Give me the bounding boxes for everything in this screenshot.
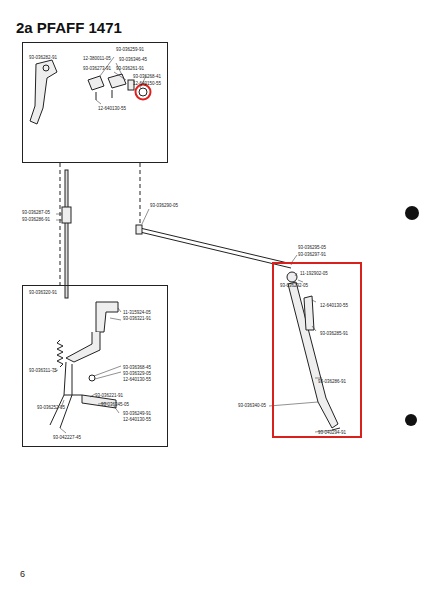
leader-line [56, 214, 62, 220]
part-number: 12-640130-55 [123, 378, 151, 383]
part-number: 93-036345-05 [101, 403, 129, 408]
binder-hole [405, 206, 419, 220]
part-number: 12-380011-05 [83, 57, 111, 62]
part-number: 11-192902-05 [300, 272, 328, 277]
page-title: 2a PFAFF 1471 [16, 20, 122, 35]
rod-end [136, 225, 142, 234]
part-number: 12-640130-55 [98, 107, 126, 112]
leader-line [269, 273, 333, 432]
part-number: 93-042227-45 [53, 436, 81, 441]
highlight-circle [136, 85, 151, 100]
guide-line [140, 163, 141, 226]
part-number: 93-036287-05 [22, 211, 50, 216]
crank-arm [30, 60, 57, 124]
lever-link [304, 296, 314, 330]
part-number: 12-640130-55 [123, 418, 151, 423]
part-number: 93-036282-91 [29, 56, 57, 61]
part-number: 93-036252-05 [37, 406, 65, 411]
part-number: 93-036268-41 [133, 75, 161, 80]
crank-hole [43, 65, 49, 71]
part-number: 93-036285-91 [320, 332, 348, 337]
part-number: 93-040294-91 [318, 431, 346, 436]
shaft-clamp [62, 207, 71, 223]
part-number: 93-036295-05 [298, 246, 326, 251]
binder-hole [405, 414, 417, 426]
part-number: 93-036311-75 [29, 369, 57, 374]
link-piece [108, 74, 126, 88]
connecting-rod [140, 228, 292, 268]
part-number: 12-640130-55 [320, 304, 348, 309]
part-number: 93-036346-45 [119, 58, 147, 63]
part-number: 93-036329-05 [123, 372, 151, 377]
nut [139, 88, 147, 96]
pivot-nut [287, 272, 297, 282]
dashed-connector [60, 163, 61, 285]
part-number: 93-036249-91 [123, 412, 151, 417]
part-number: 93-036286-91 [318, 380, 346, 385]
link-piece [88, 76, 104, 90]
part-number: 93-036321-91 [123, 317, 151, 322]
part-number: 93-036290-05 [150, 204, 178, 209]
spring [57, 340, 63, 367]
part-number: 12-640150-55 [133, 82, 161, 87]
vertical-shaft [65, 170, 68, 298]
screw [96, 90, 112, 100]
part-number: 93-036297-91 [298, 253, 326, 258]
part-number: 93-036259-91 [116, 48, 144, 53]
part-number: 93-036273-91 [83, 67, 111, 72]
part-number: 93-036261-91 [116, 67, 144, 72]
leader-line [96, 57, 146, 104]
part-number: 93-036292-05 [280, 284, 308, 289]
leader-line [53, 308, 121, 433]
part-group-box: 93-036282-91 93-036259-91 12-380011-05 93-0… [22, 42, 168, 163]
part-number: 93-036320-91 [29, 291, 57, 296]
part-group-box: 93-036320-91 11-315924-0593-036321-91 93-0… [22, 285, 168, 447]
leader-line [142, 209, 149, 224]
part-number: 93-036221-91 [95, 394, 123, 399]
lever [66, 332, 100, 362]
part-number: 93-036368-45 [123, 366, 151, 371]
leader-line [292, 255, 297, 262]
part-group-box: 11-192902-05 93-036292-05 12-640130-55 93-0… [272, 262, 362, 438]
part-number: 11-315924-05 [123, 311, 151, 316]
page-number: 6 [20, 570, 25, 579]
part-number: 93-036286-91 [22, 218, 50, 223]
part-number: 93-036340-05 [238, 404, 266, 409]
bracket [96, 302, 118, 332]
